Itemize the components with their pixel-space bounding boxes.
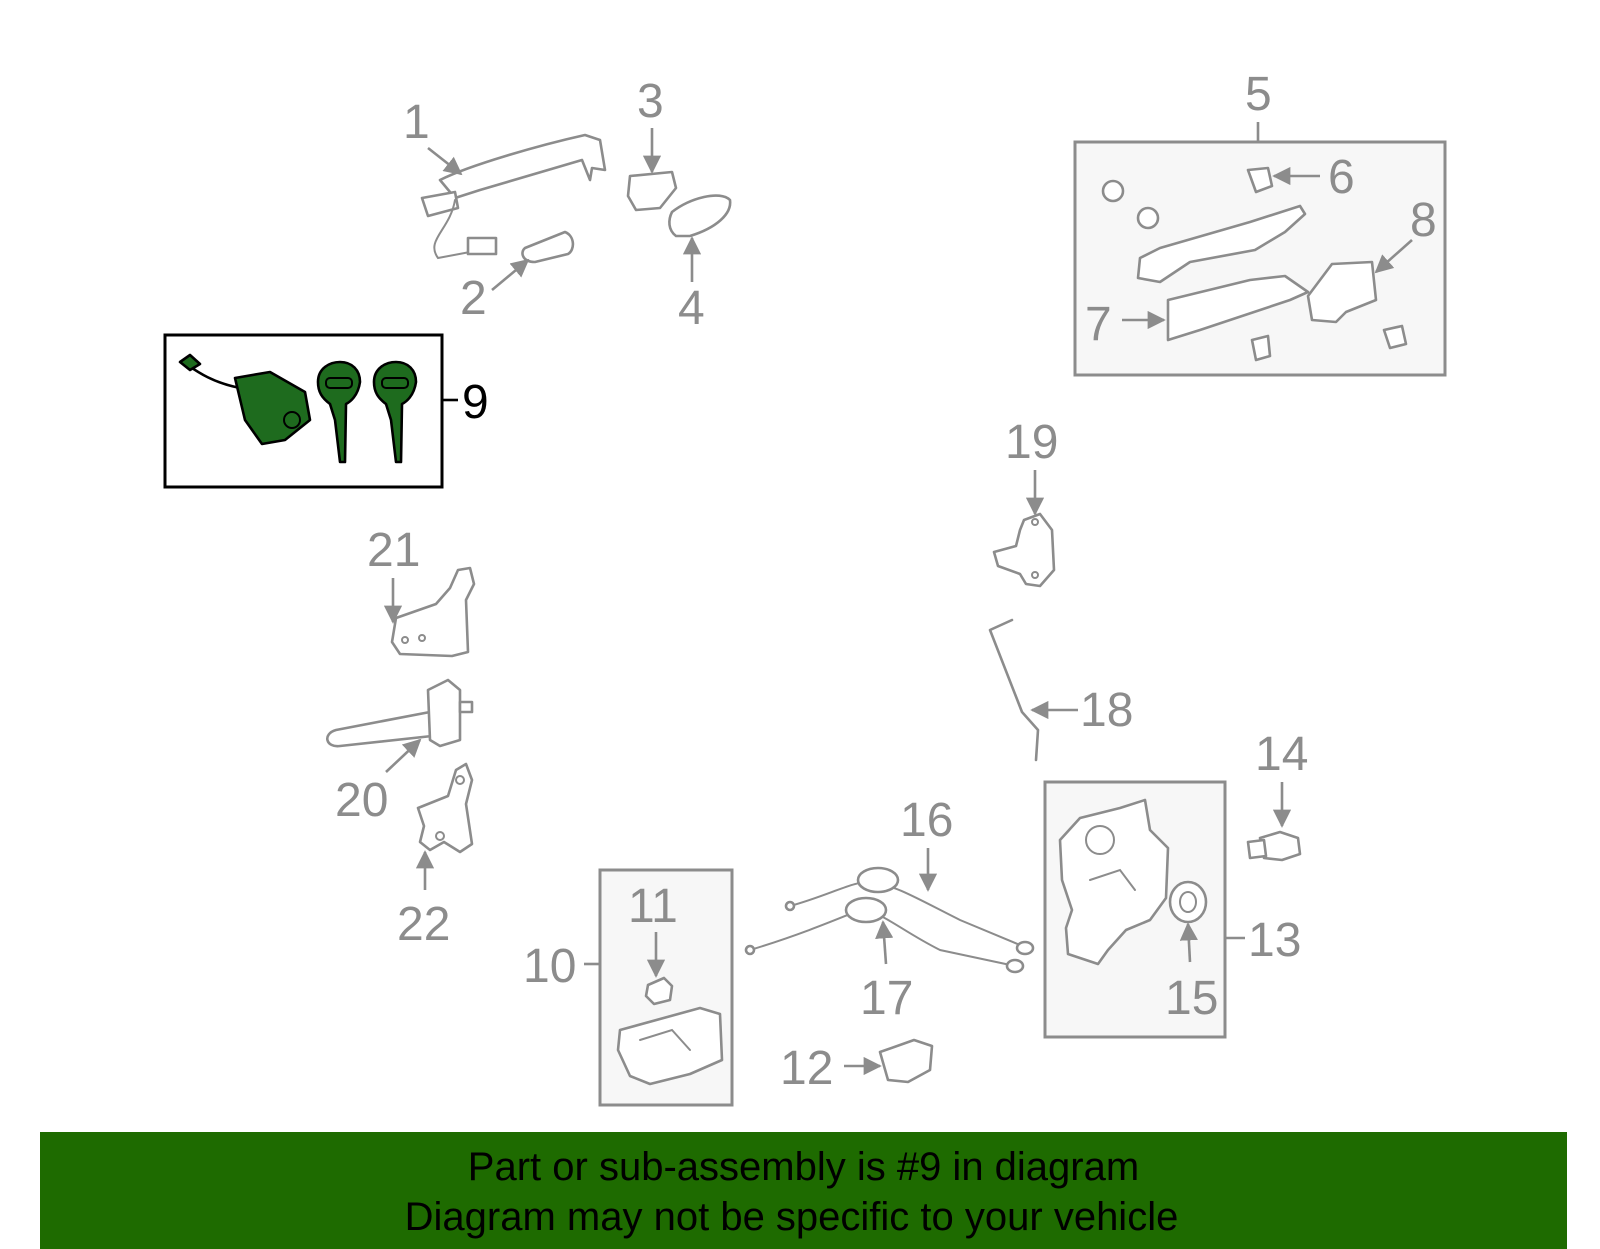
- part-12-cover: [878, 1038, 934, 1084]
- part-2-handle-pad: [521, 230, 575, 264]
- part-13-latch-assembly: [1058, 798, 1170, 966]
- part-1-outside-handle: [420, 133, 607, 260]
- part-18-rod: [988, 618, 1040, 762]
- part-10-base-plate: [616, 1006, 724, 1086]
- callout-17: 17: [860, 972, 913, 1025]
- callout-3: 3: [637, 75, 664, 128]
- part-9-lock-cylinder-and-keys: [178, 353, 418, 464]
- callout-11: 11: [628, 880, 678, 933]
- callout-15: 15: [1165, 972, 1218, 1025]
- part-17-cable: [744, 896, 1025, 974]
- part-16-cable: [784, 866, 1035, 956]
- callout-12: 12: [780, 1042, 833, 1095]
- callout-9: 9: [462, 376, 489, 429]
- leader-lines: [383, 122, 1413, 1076]
- part-21-hinge: [390, 566, 476, 658]
- callout-19: 19: [1005, 416, 1058, 469]
- part-15-washer: [1168, 880, 1208, 924]
- part-14-bolt: [1246, 830, 1302, 862]
- callout-8: 8: [1410, 194, 1437, 247]
- callout-6: 6: [1328, 151, 1355, 204]
- info-banner: Part or sub-assembly is #9 in diagram Di…: [40, 1132, 1567, 1249]
- callout-5: 5: [1245, 68, 1272, 121]
- part-22-hinge: [416, 762, 474, 854]
- callout-22: 22: [397, 898, 450, 951]
- part-19-striker: [992, 512, 1056, 588]
- callout-13: 13: [1248, 914, 1301, 967]
- part-3-cap: [626, 170, 678, 212]
- parts-diagram: 1 2 3 4 5 6 7 8 9 10 11 12 13 14 15 16 1…: [163, 68, 1447, 1107]
- callout-4: 4: [678, 282, 705, 335]
- part-20-check-link: [326, 678, 474, 748]
- callout-2: 2: [460, 272, 487, 325]
- callout-7: 7: [1085, 298, 1112, 351]
- callout-10: 10: [523, 940, 576, 993]
- callout-21: 21: [367, 524, 420, 577]
- callout-18: 18: [1080, 684, 1133, 737]
- part-4-pad: [668, 194, 732, 238]
- callout-1: 1: [403, 96, 430, 149]
- part-11-bolt: [644, 976, 674, 1006]
- part-5-handle-frame-assembly: [1101, 166, 1408, 362]
- banner-line-2: Diagram may not be specific to your vehi…: [404, 1195, 1179, 1239]
- callout-20: 20: [335, 774, 388, 827]
- banner-line-1: Part or sub-assembly is #9 in diagram: [467, 1145, 1140, 1189]
- callout-16: 16: [900, 794, 953, 847]
- callout-14: 14: [1255, 728, 1308, 781]
